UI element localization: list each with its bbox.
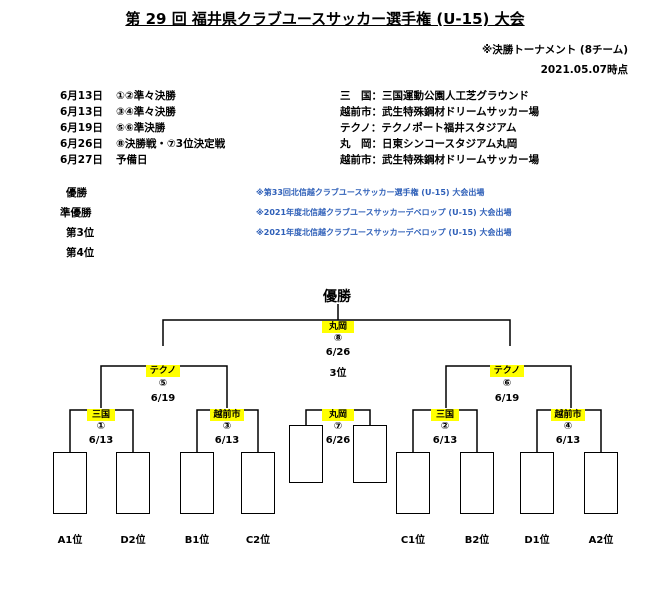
schedule-date: 6月19日 [60, 122, 103, 134]
third-place-label: 3位 [329, 368, 347, 379]
match-number: ② [440, 421, 450, 432]
winner-label: 優勝 [323, 289, 351, 305]
team-slot [116, 452, 150, 514]
team-slot [396, 452, 430, 514]
tournament-subtitle: ※決勝トーナメント (8チーム) [482, 44, 628, 56]
schedule-venue: テクノ：テクノポート福井スタジアム [340, 122, 517, 134]
seed-label: B1位 [184, 535, 210, 546]
match-number: ③ [222, 421, 232, 432]
result-note: ※第33回北信越クラブユースサッカー選手権 (U-15) 大会出場 [256, 188, 485, 197]
seed-label: A1位 [57, 535, 83, 546]
page-title: 第 29 回 福井県クラブユースサッカー選手権 (U-15) 大会 [125, 10, 525, 28]
team-slot [460, 452, 494, 514]
seed-label: A2位 [588, 535, 614, 546]
team-slot [520, 452, 554, 514]
seed-label: C1位 [400, 535, 426, 546]
team-slot [180, 452, 214, 514]
venue-badge: テクノ [490, 365, 524, 377]
match-number: ⑧ [333, 333, 343, 344]
seed-label: B2位 [464, 535, 490, 546]
match-date: 6/26 [325, 347, 351, 358]
venue-badge: 丸岡 [322, 321, 354, 333]
venue-badge: 丸岡 [322, 409, 354, 421]
match-date: 6/13 [88, 435, 114, 446]
match-number: ① [96, 421, 106, 432]
match-number: ⑤ [158, 378, 168, 389]
as-of-date: 2021.05.07時点 [540, 64, 628, 76]
schedule-match: ③④準々決勝 [116, 106, 176, 118]
result-label: 第4位 [66, 247, 95, 259]
match-date: 6/13 [214, 435, 240, 446]
seed-label: D2位 [120, 535, 146, 546]
schedule-venue: 越前市：武生特殊鋼材ドリームサッカー場 [340, 154, 540, 166]
seed-label: D1位 [524, 535, 550, 546]
result-label: 準優勝 [60, 207, 92, 219]
schedule-match: ①②準々決勝 [116, 90, 176, 102]
match-number: ⑥ [502, 378, 512, 389]
result-note: ※2021年度北信越クラブユースサッカーデベロップ (U-15) 大会出場 [256, 208, 512, 217]
match-date: 6/13 [555, 435, 581, 446]
venue-badge: テクノ [146, 365, 180, 377]
team-slot [53, 452, 87, 514]
team-slot [241, 452, 275, 514]
seed-label: C2位 [245, 535, 271, 546]
team-slot [584, 452, 618, 514]
schedule-date: 6月26日 [60, 138, 103, 150]
schedule-match: 予備日 [116, 154, 148, 166]
schedule-date: 6月13日 [60, 90, 103, 102]
schedule-date: 6月27日 [60, 154, 103, 166]
schedule-match: ⑤⑥準決勝 [116, 122, 166, 134]
match-date: 6/19 [150, 393, 176, 404]
schedule-venue: 丸 岡：日東シンコースタジアム丸岡 [340, 138, 518, 150]
match-number: ⑦ [333, 421, 343, 432]
venue-badge: 三国 [431, 409, 459, 421]
match-date: 6/13 [432, 435, 458, 446]
venue-badge: 越前市 [551, 409, 585, 421]
match-date: 6/19 [494, 393, 520, 404]
schedule-match: ⑧決勝戦・⑦3位決定戦 [116, 138, 226, 150]
venue-badge: 三国 [87, 409, 115, 421]
schedule-venue: 三 国：三国運動公園人工芝グラウンド [340, 90, 529, 102]
result-label: 優勝 [66, 187, 87, 199]
schedule-date: 6月13日 [60, 106, 103, 118]
match-number: ④ [563, 421, 573, 432]
schedule-venue: 越前市：武生特殊鋼材ドリームサッカー場 [340, 106, 540, 118]
team-slot [353, 425, 387, 483]
team-slot [289, 425, 323, 483]
venue-badge: 越前市 [210, 409, 244, 421]
match-date: 6/26 [325, 435, 351, 446]
result-note: ※2021年度北信越クラブユースサッカーデベロップ (U-15) 大会出場 [256, 228, 512, 237]
result-label: 第3位 [66, 227, 95, 239]
